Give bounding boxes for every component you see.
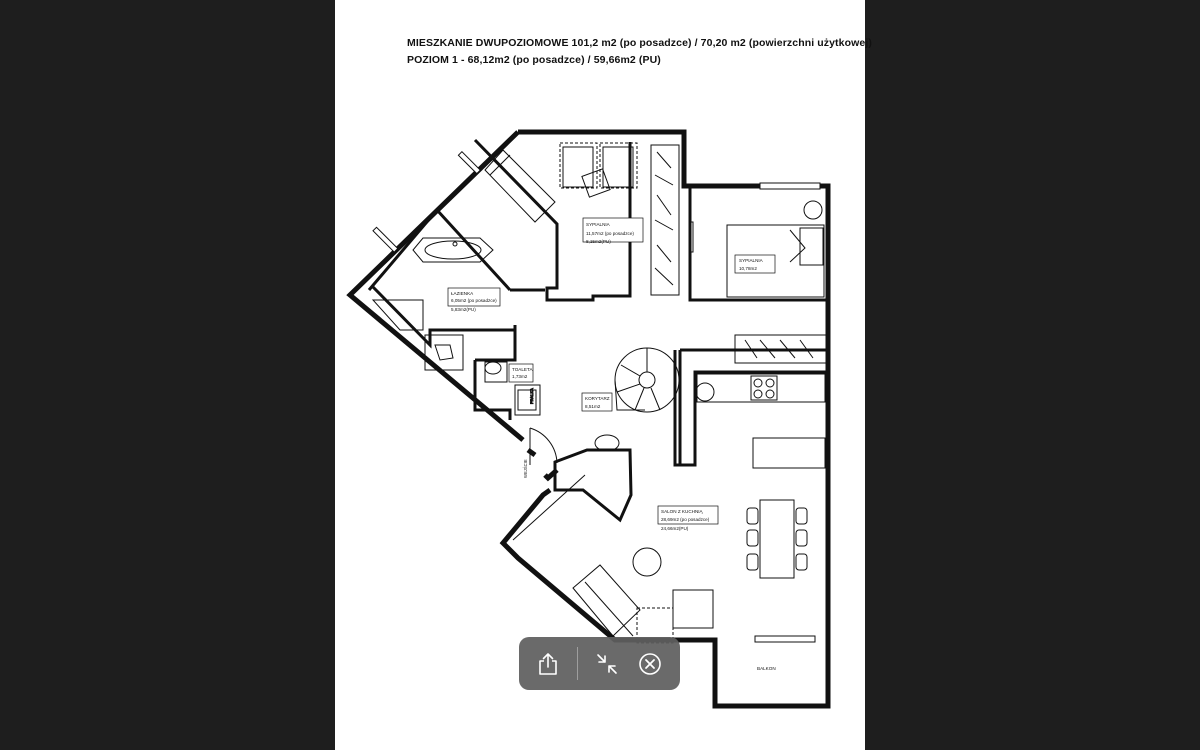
label-balkon: BALKON (757, 666, 776, 671)
spiral-staircase (614, 347, 680, 413)
label-salon: SALON Z KUCHNIĄ (661, 509, 704, 514)
bedroom-2-furniture (726, 200, 829, 364)
interior-walls (367, 138, 828, 523)
label-sypialnia-1-area1: 11,57m2 (po posadzce) (586, 231, 634, 236)
label-salon-area1: 28,69m2 (po posadzce) (661, 517, 710, 522)
label-sypialnia-2: SYPIALNIA (739, 258, 764, 263)
label-lazienka-area1: 6,05m2 (po posadzce) (451, 298, 497, 303)
bathroom-furniture: PRALKA (371, 237, 541, 416)
document-header: MIESZKANIE DWUPOZIOMOWE 101,2 m2 (po pos… (407, 35, 872, 69)
windows (372, 150, 821, 643)
title-line-2: POZIOM 1 - 68,12m2 (po posadzce) / 59,66… (407, 54, 661, 66)
label-sypialnia-1-area2: 8,15m2(PU) (586, 239, 611, 244)
label-toaleta: TOALETA (512, 367, 533, 372)
label-sypialnia-2-area: 10,78m2 (739, 266, 757, 271)
collapse-icon (597, 654, 617, 674)
close-circle-icon (639, 653, 661, 675)
label-wejscie: WEJŚCIE (523, 459, 528, 478)
title-line-1: MIESZKANIE DWUPOZIOMOWE 101,2 m2 (po pos… (407, 37, 872, 49)
label-korytarz: KORYTARZ (585, 396, 610, 401)
toolbar-separator (577, 647, 578, 680)
share-button[interactable] (530, 646, 566, 682)
label-toaleta-area: 1,73m2 (512, 374, 528, 379)
label-korytarz-area: 8,51m2 (585, 404, 601, 409)
close-button[interactable] (632, 646, 668, 682)
room-labels: SYPIALNIA 11,57m2 (po posadzce) 8,15m2(P… (447, 217, 776, 671)
svg-text:PRALKA: PRALKA (529, 388, 534, 404)
share-icon (539, 653, 557, 675)
label-sypialnia-1: SYPIALNIA (586, 222, 611, 227)
entry-door (529, 427, 620, 465)
floor-plan: PRALKA (346, 129, 831, 709)
label-lazienka-area2: 5,83m2(PU) (451, 307, 476, 312)
exit-fullscreen-button[interactable] (589, 646, 625, 682)
label-salon-area2: 24,66m2(PU) (661, 526, 689, 531)
document-page: MIESZKANIE DWUPOZIOMOWE 101,2 m2 (po pos… (335, 0, 872, 750)
viewer-toolbar (519, 637, 680, 690)
bedroom-1-furniture (484, 142, 694, 296)
kitchen-furniture (512, 373, 826, 644)
label-lazienka: ŁAZIENKA (451, 291, 474, 296)
